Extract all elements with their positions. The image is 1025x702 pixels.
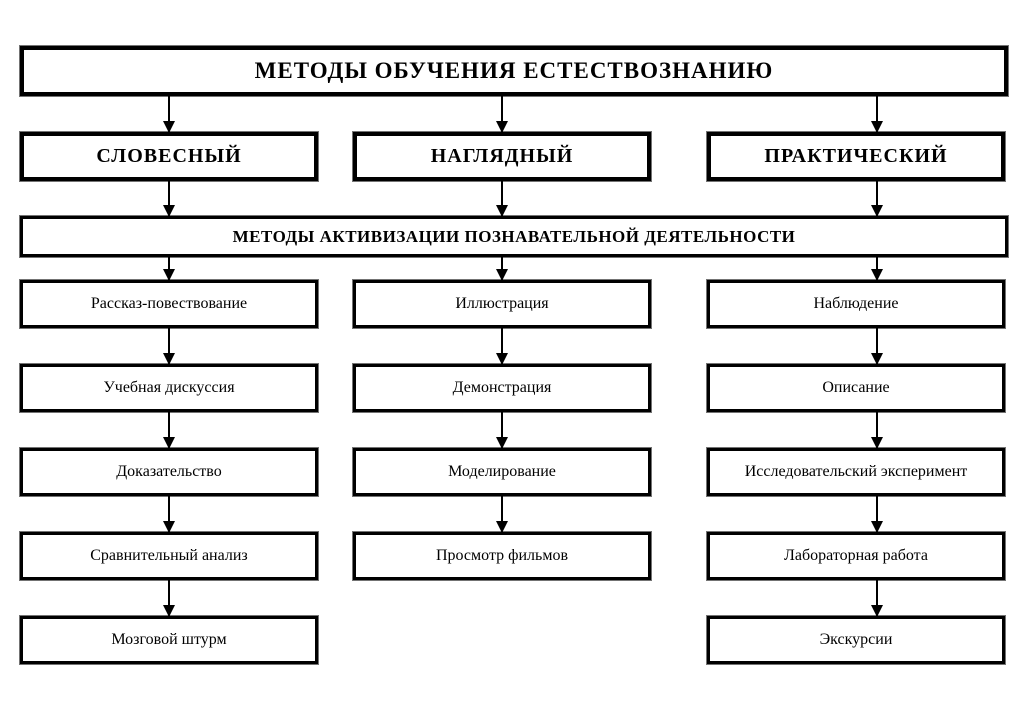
connector-arrow-down-icon: [168, 412, 170, 448]
method-node: Учебная дискуссия: [20, 364, 318, 412]
method-node: Экскурсии: [707, 616, 1005, 664]
activation-methods-bar: МЕТОДЫ АКТИВИЗАЦИИ ПОЗНАВАТЕЛЬНОЙ ДЕЯТЕЛ…: [20, 216, 1008, 257]
connector-arrow-down-icon: [168, 328, 170, 364]
connector-arrow-down-icon: [168, 257, 170, 280]
method-node: Доказательство: [20, 448, 318, 496]
connector-arrow-down-icon: [168, 496, 170, 532]
connector-arrow-down-icon: [876, 412, 878, 448]
connector-arrow-down-icon: [168, 95, 170, 132]
connector-arrow-down-icon: [876, 496, 878, 532]
connector-arrow-down-icon: [501, 496, 503, 532]
method-node: Сравнительный анализ: [20, 532, 318, 580]
column-header-visual: НАГЛЯДНЫЙ: [353, 132, 651, 181]
column-header-practical: ПРАКТИЧЕСКИЙ: [707, 132, 1005, 181]
method-node: Наблюдение: [707, 280, 1005, 328]
method-node: Демонстрация: [353, 364, 651, 412]
method-node: Исследовательский эксперимент: [707, 448, 1005, 496]
connector-arrow-down-icon: [501, 95, 503, 132]
connector-arrow-down-icon: [876, 95, 878, 132]
connector-arrow-down-icon: [876, 580, 878, 616]
connector-arrow-down-icon: [876, 257, 878, 280]
method-node: Лабораторная работа: [707, 532, 1005, 580]
connector-arrow-down-icon: [876, 328, 878, 364]
connector-arrow-down-icon: [501, 181, 503, 216]
connector-arrow-down-icon: [501, 257, 503, 280]
connector-arrow-down-icon: [168, 580, 170, 616]
method-node: Мозговой штурм: [20, 616, 318, 664]
method-node: Описание: [707, 364, 1005, 412]
connector-arrow-down-icon: [501, 412, 503, 448]
connector-arrow-down-icon: [501, 328, 503, 364]
connector-arrow-down-icon: [168, 181, 170, 216]
column-header-verbal: СЛОВЕСНЫЙ: [20, 132, 318, 181]
method-node: Рассказ-повествование: [20, 280, 318, 328]
method-node: Моделирование: [353, 448, 651, 496]
connector-arrow-down-icon: [876, 181, 878, 216]
diagram-title-node: МЕТОДЫ ОБУЧЕНИЯ ЕСТЕСТВОЗНАНИЮ: [20, 46, 1008, 96]
method-node: Просмотр фильмов: [353, 532, 651, 580]
method-node: Иллюстрация: [353, 280, 651, 328]
